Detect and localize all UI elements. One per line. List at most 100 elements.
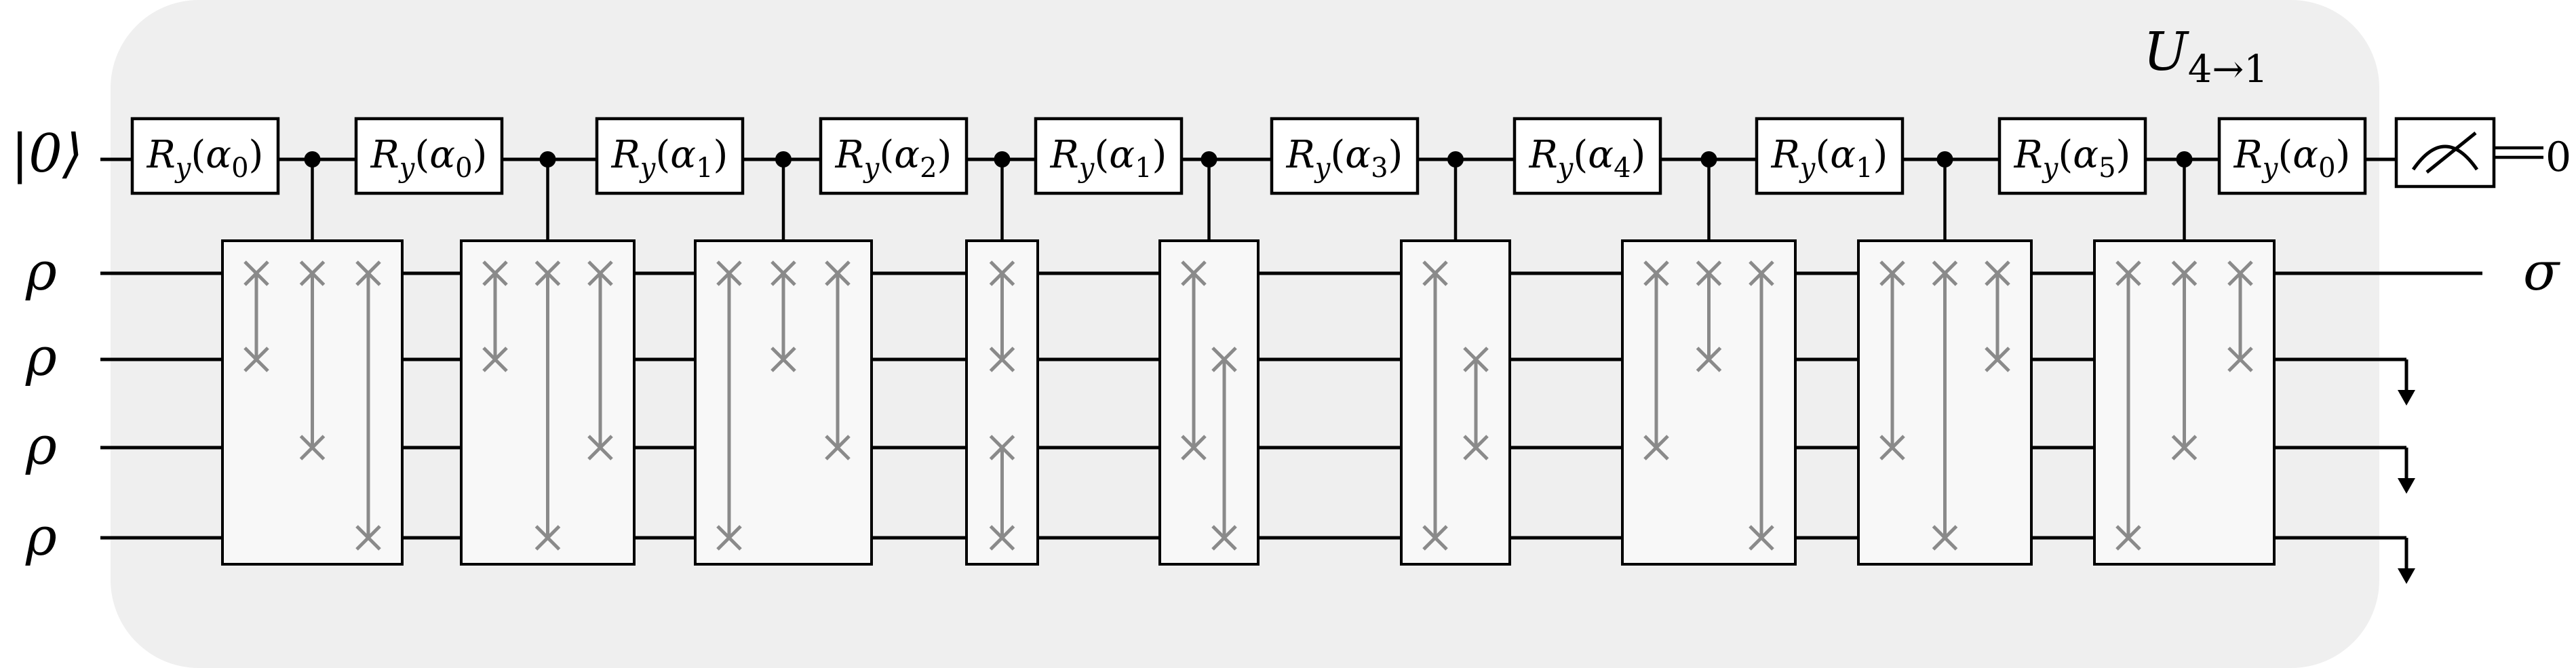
swap-cross-icon [2115,525,2141,551]
discard-arrow-icon [2398,478,2415,494]
control-dot [539,151,556,168]
ry-gate-label: Ry(α4) [1529,133,1646,184]
swap-cross-icon [482,260,508,286]
swap-cross-icon [2171,260,2198,286]
swap-cross-icon [989,260,1015,286]
swap-block-3 [694,239,873,566]
swap-cross-icon [534,525,561,551]
swap-cross-icon [1463,435,1489,460]
swap-cross-icon [1211,525,1237,551]
ry-gate-1: Ry(α0) [130,117,280,195]
ry-gate-box [1513,117,1662,195]
swap-cross-icon [1696,260,1722,286]
swap-block-box [1158,239,1260,566]
swap-block-9 [2093,239,2276,566]
ry-gate-box [1270,117,1420,195]
swap-cross-icon [299,435,326,460]
swap-cross-icon [1985,347,2010,372]
swap-cross-icon [2115,260,2141,286]
ry-gate-box [1997,117,2147,195]
control-dot [2176,151,2193,168]
ry-gate-box [1755,117,1905,195]
ry-gate-label: Ry(α5) [2014,133,2131,184]
ry-gate-box [1034,117,1184,195]
ancilla-ket: |0⟩ [11,123,83,184]
ry-gate-label: Ry(α0) [2233,133,2351,184]
swap-cross-icon [1749,525,1774,551]
swap-cross-icon [770,260,796,286]
output-state-label: σ [2523,241,2560,302]
swap-cross-icon [1181,260,1207,286]
ry-gate-label: Ry(α0) [147,133,264,184]
swap-cross-icon [770,347,796,372]
ry-gate-label: Ry(α1) [1771,133,1888,184]
ry-gate-label: Ry(α0) [370,133,488,184]
swap-cross-icon [989,525,1015,551]
ry-gate-8: Ry(α1) [1755,117,1905,195]
ry-gate-box [819,117,969,195]
swap-cross-icon [1181,435,1207,460]
swap-block-7 [1621,239,1797,566]
measurement-result: 0 [2545,134,2571,181]
swap-cross-icon [716,525,742,551]
swap-cross-icon [1985,260,2010,286]
control-dot [1700,151,1717,168]
discard-arrow-icon [2398,390,2415,406]
ry-gate-label: Ry(α3) [1286,133,1403,184]
swap-cross-icon [1879,260,1905,286]
swap-cross-icon [587,260,613,286]
input-label-4: ρ [25,507,57,568]
swap-cross-icon [989,347,1015,372]
ry-gate-box [130,117,280,195]
swap-block-1 [221,239,404,566]
swap-cross-icon [1643,435,1669,460]
ry-gate-box [595,117,745,195]
input-label-2: ρ [25,327,57,388]
measurement-meter-icon [2411,144,2479,171]
swap-cross-icon [1463,347,1489,372]
ry-gate-box [2217,117,2367,195]
control-dot [1201,151,1217,168]
swap-cross-icon [716,260,742,286]
ry-gate-5: Ry(α1) [1034,117,1184,195]
swap-cross-icon [355,525,381,551]
swap-block-5 [1158,239,1260,566]
swap-cross-icon [587,435,613,460]
ry-gate-7: Ry(α4) [1513,117,1662,195]
swap-cross-icon [1211,347,1237,372]
swap-cross-icon [825,435,851,460]
control-dot [304,151,321,168]
swap-cross-icon [482,347,508,372]
input-label-1: ρ [25,241,57,302]
swap-cross-icon [355,260,381,286]
ry-gate-2: Ry(α0) [354,117,504,195]
input-label-3: ρ [25,416,57,477]
swap-cross-icon [1643,260,1669,286]
measurement-box [2394,117,2496,189]
ry-gate-9: Ry(α5) [1997,117,2147,195]
control-dot [1447,151,1464,168]
swap-cross-icon [2171,435,2198,460]
swap-cross-icon [243,260,269,286]
swap-cross-icon [1749,260,1774,286]
swap-block-6 [1400,239,1511,566]
swap-cross-icon [1932,525,1958,551]
ry-gate-6: Ry(α3) [1270,117,1420,195]
swap-cross-icon [2227,260,2253,286]
swap-cross-icon [243,347,269,372]
rotation-gates: Ry(α0) Ry(α0) Ry(α1) Ry(α2) Ry(α1) Ry(α3) Ry(α… [130,117,2367,195]
circuit-title: U4→1 [2143,22,2268,92]
swap-block-8 [1857,239,2033,566]
title-subscript: 4→1 [2188,47,2268,92]
ry-gate-label: Ry(α1) [611,133,728,184]
controls [304,151,2193,241]
measurement-needle [2425,132,2477,174]
ry-gate-4: Ry(α2) [819,117,969,195]
swap-block-4 [965,239,1039,566]
swap-cross-icon [1932,260,1958,286]
swap-cross-icon [989,435,1015,460]
swap-cross-icon [1422,525,1448,551]
ry-gate-3: Ry(α1) [595,117,745,195]
swap-cross-icon [1879,435,1905,460]
